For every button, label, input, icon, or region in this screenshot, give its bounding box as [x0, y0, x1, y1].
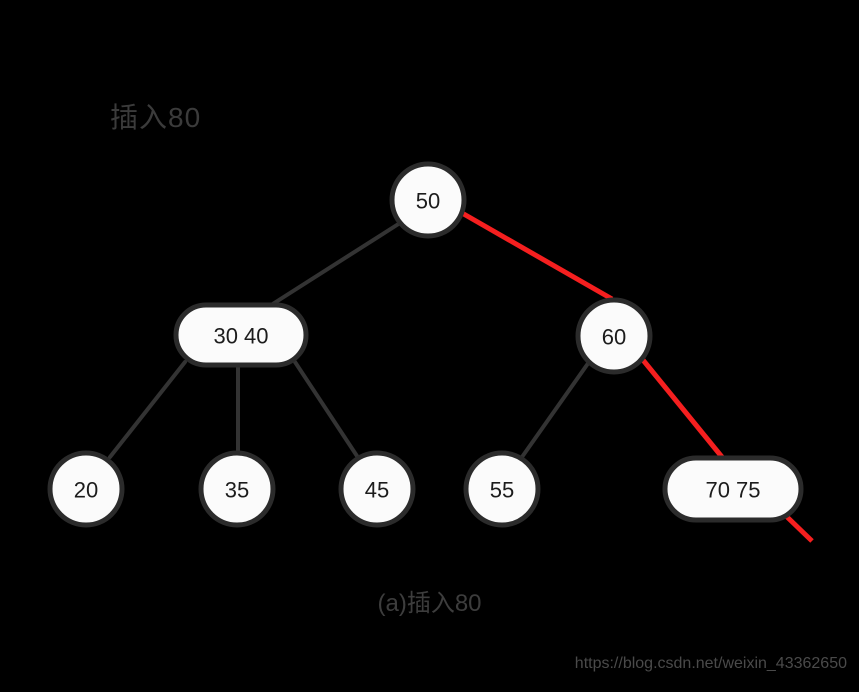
node-stadium-30-40: [173, 302, 309, 368]
edge-right-to-leaf4: [520, 360, 591, 459]
node-label-20: 20: [74, 478, 98, 503]
tree-node-50[interactable]: 50: [389, 161, 467, 239]
node-label-55: 55: [490, 478, 514, 503]
node-circle-55: [463, 450, 541, 528]
tree-node-35[interactable]: 35: [198, 450, 276, 528]
edge-root-to-right: [460, 210, 614, 302]
node-group: 50 30 40 60 20 35 45: [47, 161, 804, 528]
tree-node-20[interactable]: 20: [47, 450, 125, 528]
node-circle-20: [47, 450, 125, 528]
node-label-60: 60: [602, 325, 626, 350]
tree-node-55[interactable]: 55: [463, 450, 541, 528]
edge-right-to-leaf5: [641, 358, 724, 459]
figure-caption: (a)插入80: [377, 590, 482, 617]
node-circle-45: [338, 450, 416, 528]
node-label-50: 50: [416, 189, 440, 214]
tree-node-60[interactable]: 60: [575, 297, 653, 375]
diagram-title: 插入80: [110, 102, 202, 133]
edge-left-to-leaf1: [108, 360, 187, 459]
tree-node-45[interactable]: 45: [338, 450, 416, 528]
node-label-35: 35: [225, 478, 249, 503]
node-circle-50: [389, 161, 467, 239]
node-label-30-40: 30 40: [213, 324, 268, 349]
edge-left-to-leaf3: [293, 360, 359, 458]
node-label-70-75: 70 75: [705, 478, 760, 503]
tree-node-70-75[interactable]: 70 75: [662, 455, 804, 523]
node-circle-60: [575, 297, 653, 375]
edge-leaf5-to-new-key: [782, 512, 814, 543]
node-stadium-70-75: [662, 455, 804, 523]
node-label-45: 45: [365, 478, 389, 503]
watermark-url: https://blog.csdn.net/weixin_43362650: [574, 655, 847, 672]
tree-node-30-40[interactable]: 30 40: [173, 302, 309, 368]
node-circle-35: [198, 450, 276, 528]
edge-root-to-left: [266, 221, 402, 309]
edge-group: [108, 210, 814, 543]
